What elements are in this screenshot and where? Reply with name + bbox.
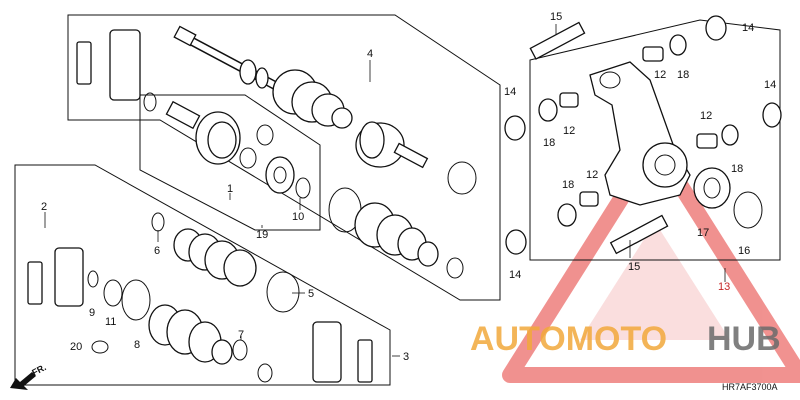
callout-9: 9 <box>89 307 95 319</box>
callout-13: 13 <box>718 281 730 293</box>
box-joint-1 <box>139 94 321 231</box>
callout-5: 5 <box>308 288 314 300</box>
watermark-text: AUTOMOTO HUB <box>470 320 781 358</box>
boot-band-5 <box>266 271 300 313</box>
shaft-boot-upper <box>272 69 353 129</box>
snap-ring-joint <box>239 124 274 169</box>
pivot-pin-15-top <box>529 21 586 60</box>
callout-14-top: 14 <box>742 22 754 34</box>
callout-11: 11 <box>105 316 116 328</box>
callout-20: 20 <box>70 341 82 353</box>
callout-7: 7 <box>238 329 244 341</box>
callout-1: 1 <box>227 183 233 195</box>
inner-boot-lower <box>173 228 257 287</box>
snap-ring-16 <box>733 191 763 229</box>
callout-15-top: 15 <box>550 11 562 23</box>
callout-16: 16 <box>738 245 750 257</box>
callout-10: 10 <box>292 211 304 223</box>
grease-kit-3 <box>312 321 373 383</box>
grease-kit-4 <box>76 29 141 101</box>
callout-2: 2 <box>41 201 47 213</box>
box-boots-2 <box>14 164 391 386</box>
callout-12-b: 12 <box>563 125 575 137</box>
callout-12-c: 12 <box>700 110 712 122</box>
inner-boot-upper <box>354 202 464 279</box>
callout-15-bottom: 15 <box>628 261 640 273</box>
callout-labels: 4 1 19 10 2 6 5 9 11 8 7 20 3 15 14 12 1… <box>41 11 776 363</box>
front-direction-arrow: FR. <box>10 362 48 390</box>
diagram-code: HR7AF3700A <box>722 382 778 392</box>
callout-14-bottom: 14 <box>509 269 521 281</box>
callout-6: 6 <box>154 245 160 257</box>
pivot-pin-15-bottom <box>609 214 669 255</box>
callout-4: 4 <box>367 48 373 60</box>
callout-8: 8 <box>134 339 140 351</box>
callout-18-c: 18 <box>731 163 743 175</box>
box-arm-13 <box>529 19 781 261</box>
bearing-17 <box>693 167 731 209</box>
swing-arm <box>589 61 691 206</box>
clips-9-11 <box>87 270 151 321</box>
leader-lines <box>44 24 726 357</box>
callout-3: 3 <box>403 351 409 363</box>
outer-cv-joint <box>355 121 429 169</box>
grease-kit-2 <box>27 247 84 307</box>
callout-17: 17 <box>697 227 709 239</box>
seal-caps-14 <box>504 15 782 255</box>
circlip-small-1 <box>143 92 157 112</box>
oil-seals-18 <box>538 34 739 227</box>
callout-18-d: 18 <box>562 179 574 191</box>
callout-12-d: 12 <box>586 169 598 181</box>
callout-14-left: 14 <box>504 86 516 98</box>
clip-20 <box>91 340 109 354</box>
clip-10 <box>295 177 311 199</box>
callout-14-right: 14 <box>764 79 776 91</box>
box-shaft-4 <box>67 14 501 301</box>
inner-joint-housing <box>165 100 241 165</box>
callout-12-a: 12 <box>654 69 666 81</box>
spider-bearing <box>265 156 295 194</box>
clip-7 <box>232 339 273 383</box>
boot-band-6 <box>151 212 165 232</box>
callout-19: 19 <box>256 229 268 241</box>
callout-18-a: 18 <box>677 69 689 81</box>
callout-18-b: 18 <box>543 137 555 149</box>
watermark-right: HUB <box>707 320 781 358</box>
bushing-collars-12 <box>559 46 718 207</box>
outer-boot-lower <box>148 304 233 365</box>
watermark-left: AUTOMOTO <box>470 320 667 358</box>
direction-label: FR. <box>30 362 47 378</box>
